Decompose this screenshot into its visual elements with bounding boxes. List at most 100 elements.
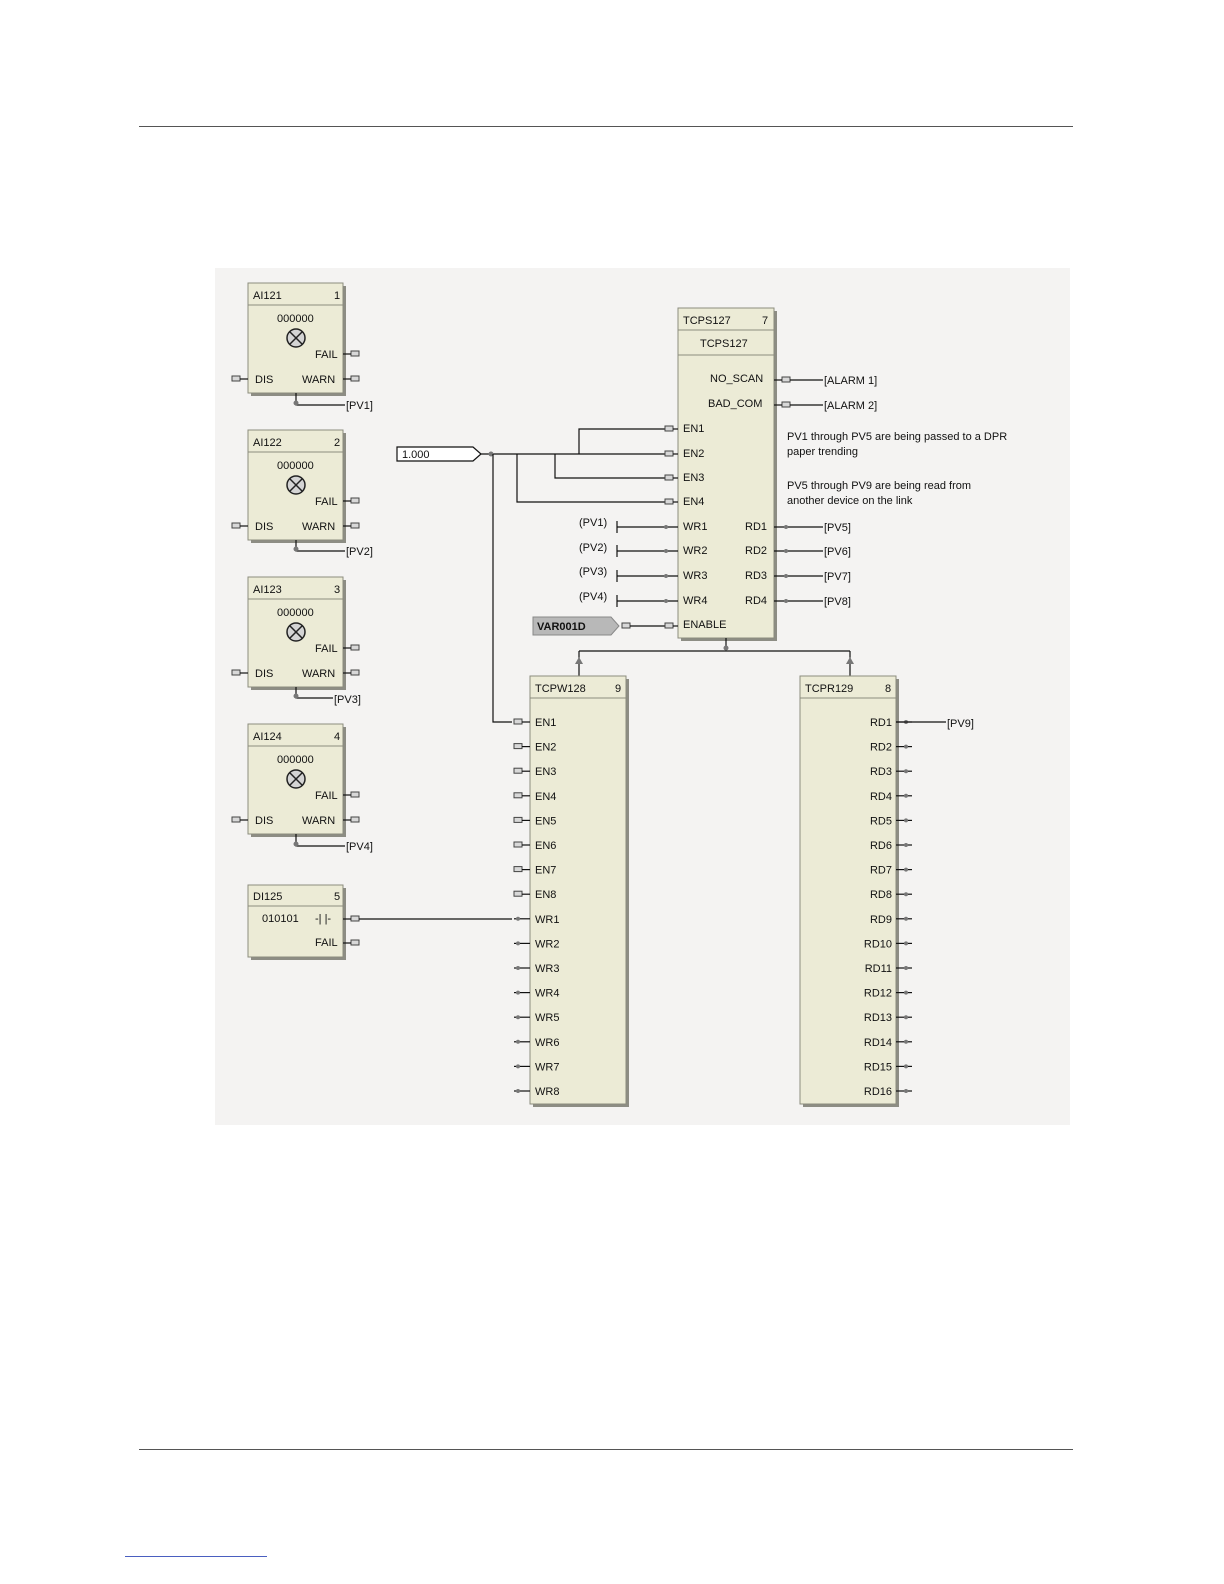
tcpr-pin-label: RD13 xyxy=(864,1012,892,1024)
warn-pin-label: WARN xyxy=(302,668,335,680)
dis-port[interactable] xyxy=(231,522,241,529)
tcpr-output-port[interactable] xyxy=(904,966,908,970)
tcpw-input-port[interactable] xyxy=(513,767,523,774)
note1-line2: paper trending xyxy=(787,446,858,458)
fail-port[interactable] xyxy=(350,939,360,946)
block-number: 8 xyxy=(885,683,891,695)
tcpw-input-port[interactable] xyxy=(516,916,520,921)
warn-port[interactable] xyxy=(350,669,360,676)
tcpw-pin-label: WR2 xyxy=(535,938,559,950)
fail-port[interactable] xyxy=(350,350,360,357)
tcpr-output-port[interactable] xyxy=(904,1089,908,1093)
tcpw-pin-label: WR3 xyxy=(535,963,559,975)
tcpr-output-port[interactable] xyxy=(904,1015,908,1020)
block-number: 1 xyxy=(334,290,340,302)
di-block[interactable]: DI125 5 010101 -| |- FAIL xyxy=(247,884,360,960)
fail-pin-label: FAIL xyxy=(315,937,338,949)
tcpw-input-port[interactable] xyxy=(513,792,523,799)
warn-port[interactable] xyxy=(350,375,360,382)
ai-block-4[interactable]: AI124 4 000000 FAIL DIS WARN [PV4] xyxy=(231,723,373,853)
warn-port[interactable] xyxy=(350,816,360,823)
block-number: 5 xyxy=(334,891,340,903)
annotation-notes: PV1 through PV5 are being passed to a DP… xyxy=(787,431,1007,507)
tcpw-pin-label: WR6 xyxy=(535,1037,559,1049)
tcpw-input-port[interactable] xyxy=(516,966,520,970)
tcpr-output-port[interactable] xyxy=(904,1064,908,1069)
tcpr-pin-label: RD1 xyxy=(870,717,892,729)
tcpr-output-port[interactable] xyxy=(904,1039,908,1044)
bad-com-label: BAD_COM xyxy=(708,398,762,410)
block-name: AI124 xyxy=(253,731,282,743)
tcpw-input-port[interactable] xyxy=(513,841,523,848)
tcpr-output-port[interactable] xyxy=(904,744,908,749)
warn-port[interactable] xyxy=(350,522,360,529)
tcpr-output-port[interactable] xyxy=(904,867,908,872)
value-display: 000000 xyxy=(277,754,314,766)
tcpw-input-port[interactable] xyxy=(513,718,523,725)
constant-block[interactable]: 1.000 xyxy=(396,446,665,462)
fail-port[interactable] xyxy=(350,644,360,651)
dis-port[interactable] xyxy=(231,669,241,676)
ai-block-3[interactable]: AI123 3 000000 FAIL DIS WARN [PV3] xyxy=(231,576,361,706)
tcpr-output-port[interactable] xyxy=(904,990,908,995)
variable-name: VAR001D xyxy=(537,621,586,633)
en3-label: EN3 xyxy=(683,472,704,484)
tcpw-input-port[interactable] xyxy=(513,890,523,897)
tcpw-input-port[interactable] xyxy=(516,990,520,995)
pv-tag: [PV1] xyxy=(346,400,373,412)
tcpr-output-port[interactable] xyxy=(904,916,908,921)
tcpw-pin-label: WR4 xyxy=(535,988,559,1000)
output-port[interactable] xyxy=(350,915,360,922)
tcpr-output-port[interactable] xyxy=(904,941,908,946)
tcpr-output-port[interactable] xyxy=(904,769,908,774)
tcpw-input-port[interactable] xyxy=(516,1015,520,1020)
warn-pin-label: WARN xyxy=(302,521,335,533)
tcpw-input-port[interactable] xyxy=(513,816,523,823)
tcpr-output-port[interactable] xyxy=(904,793,908,798)
dis-pin-label: DIS xyxy=(255,668,273,680)
footer-link-underline[interactable] xyxy=(125,1556,267,1557)
rd3-label: RD3 xyxy=(745,570,767,582)
wr1-input-tag: (PV1) xyxy=(579,517,607,529)
tcpw-pin-label: WR7 xyxy=(535,1061,559,1073)
status-lamp-icon xyxy=(286,622,306,642)
ai-block-2[interactable]: AI122 2 000000 FAIL DIS WARN [PV2] xyxy=(231,429,373,558)
tcpw-input-port[interactable] xyxy=(513,866,523,873)
tcpw-block[interactable]: TCPW128 9 EN1EN2EN3EN4EN5EN6EN7EN8WR1WR2… xyxy=(513,675,629,1107)
tcpr-pin-label: RD12 xyxy=(864,988,892,1000)
tcpr-output-port[interactable] xyxy=(904,892,908,897)
note1-line1: PV1 through PV5 are being passed to a DP… xyxy=(787,431,1007,443)
en1-label: EN1 xyxy=(683,423,704,435)
value-display: 000000 xyxy=(277,460,314,472)
dis-pin-label: DIS xyxy=(255,374,273,386)
wr3-label: WR3 xyxy=(683,570,707,582)
tcpw-pin-label: EN2 xyxy=(535,742,556,754)
ai-block-1[interactable]: AI121 1 000000 FAIL DIS WARN [PV1] xyxy=(231,282,373,412)
tcpw-pin-label: EN6 xyxy=(535,840,556,852)
dis-port[interactable] xyxy=(231,816,241,823)
tcpw-input-port[interactable] xyxy=(516,1064,520,1069)
tcps-block[interactable]: TCPS127 7 TCPS127 NO_SCAN BAD_COM EN1 EN… xyxy=(579,307,877,641)
wr1-label: WR1 xyxy=(683,521,707,533)
block-name: DI125 xyxy=(253,891,282,903)
dis-port[interactable] xyxy=(231,375,241,382)
block-name: TCPR129 xyxy=(805,683,853,695)
rd4-label: RD4 xyxy=(745,595,767,607)
tcpr-output-port[interactable] xyxy=(904,818,908,823)
tcpr-output-port[interactable] xyxy=(904,843,908,847)
tcpw-input-port[interactable] xyxy=(516,1089,520,1093)
tcpr-pin-label: RD11 xyxy=(865,963,892,975)
block-name: AI123 xyxy=(253,584,282,596)
tcpr-block[interactable]: TCPR129 8 RD1RD2RD3RD4RD5RD6RD7RD8RD9RD1… xyxy=(799,675,974,1107)
tcpw-input-port[interactable] xyxy=(516,1039,520,1044)
en2-label: EN2 xyxy=(683,448,704,460)
variable-tag[interactable]: VAR001D xyxy=(532,616,665,636)
enable-label: ENABLE xyxy=(683,619,726,631)
fail-port[interactable] xyxy=(350,497,360,504)
alarm2-tag: [ALARM 2] xyxy=(824,400,877,412)
note2-line2: another device on the link xyxy=(787,495,913,507)
fail-port[interactable] xyxy=(350,791,360,798)
tcpw-input-port[interactable] xyxy=(516,941,520,946)
tcpw-input-port[interactable] xyxy=(513,743,523,750)
tcpr-pin-label: RD3 xyxy=(870,766,892,778)
